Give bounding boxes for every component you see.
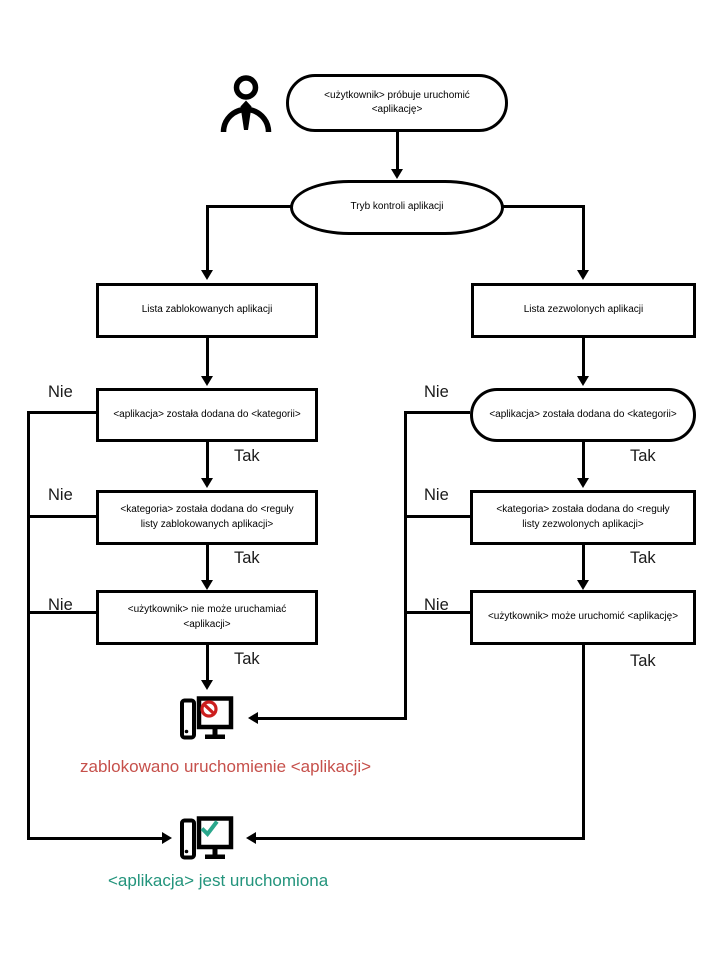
- node-deny-category-in-rule-line1: <kategoria> została dodana do <reguły: [120, 504, 294, 515]
- arrowhead: [200, 376, 213, 386]
- label-no: Nie: [424, 596, 449, 614]
- node-deny-app-in-category-label: <aplikacja> została dodana do <kategorii…: [113, 408, 301, 420]
- node-denylist: Lista zablokowanych aplikacji: [96, 283, 318, 338]
- node-control-mode: Tryb kontroli aplikacji: [290, 180, 504, 235]
- connector: [403, 515, 470, 518]
- node-allow-category-in-rule-line1: <kategoria> została dodana do <reguły: [496, 504, 670, 515]
- node-allow-user-label: <użytkownik> może uruchomić <aplikację>: [487, 611, 679, 623]
- label-no: Nie: [424, 486, 449, 504]
- arrowhead: [390, 169, 403, 179]
- connector: [581, 338, 585, 376]
- connector: [403, 611, 470, 614]
- node-allow-category-in-rule: <kategoria> została dodana do <reguły li…: [470, 490, 696, 545]
- connector: [205, 205, 209, 270]
- connector: [26, 515, 96, 518]
- label-yes: Tak: [234, 650, 260, 668]
- arrowhead: [200, 680, 213, 690]
- connector: [395, 132, 399, 169]
- label-yes: Tak: [630, 549, 656, 567]
- label-no: Nie: [424, 383, 449, 401]
- label-yes: Tak: [234, 549, 260, 567]
- node-start-line1: <użytkownik> próbuje uruchomić: [324, 89, 470, 101]
- connector: [205, 442, 209, 478]
- connector: [26, 837, 162, 840]
- connector: [205, 205, 291, 208]
- connector: [205, 645, 209, 680]
- arrowhead: [576, 580, 589, 590]
- node-allow-user: <użytkownik> może uruchomić <aplikację>: [470, 590, 696, 645]
- node-deny-user-line2: <aplikacji>: [183, 618, 231, 630]
- node-deny-app-in-category: <aplikacja> została dodana do <kategorii…: [96, 388, 318, 442]
- computer-check-icon: [180, 816, 234, 860]
- label-no: Nie: [48, 596, 73, 614]
- node-allowlist: Lista zezwolonych aplikacji: [471, 283, 696, 338]
- label-yes: Tak: [234, 447, 260, 465]
- node-start-line2: <aplikację>: [371, 104, 423, 115]
- computer-blocked-icon: [180, 696, 234, 740]
- connector: [205, 545, 209, 580]
- connector: [205, 338, 209, 376]
- label-no: Nie: [48, 486, 73, 504]
- connector: [581, 645, 585, 840]
- node-allowlist-label: Lista zezwolonych aplikacji: [523, 304, 644, 316]
- arrowhead: [246, 831, 256, 844]
- connector: [581, 205, 585, 270]
- arrowhead: [200, 478, 213, 488]
- node-allow-app-in-category: <aplikacja> została dodana do <kategorii…: [470, 388, 696, 442]
- connector: [581, 545, 585, 580]
- label-yes: Tak: [630, 652, 656, 670]
- arrowhead: [200, 580, 213, 590]
- running-result-text: <aplikacja> jest uruchomiona: [108, 871, 329, 890]
- arrowhead: [576, 270, 589, 280]
- connector: [26, 611, 96, 614]
- user-icon: [220, 75, 272, 132]
- node-allow-category-in-rule-line2: listy zezwolonych aplikacji>: [522, 518, 644, 530]
- connector: [258, 717, 407, 720]
- arrowhead: [162, 831, 172, 844]
- connector: [256, 837, 585, 840]
- connector: [26, 411, 30, 840]
- node-deny-category-in-rule: <kategoria> została dodana do <reguły li…: [96, 490, 318, 545]
- arrowhead: [576, 376, 589, 386]
- arrowhead: [576, 478, 589, 488]
- node-deny-category-in-rule-line2: listy zablokowanych aplikacji>: [140, 518, 274, 530]
- node-deny-user: <użytkownik> nie może uruchamiać <aplika…: [96, 590, 318, 645]
- arrowhead: [200, 270, 213, 280]
- connector: [403, 411, 470, 414]
- node-allow-app-in-category-label: <aplikacja> została dodana do <kategorii…: [489, 408, 677, 420]
- node-deny-user-line1: <użytkownik> nie może uruchamiać: [127, 604, 287, 615]
- label-no: Nie: [48, 383, 73, 401]
- connector: [502, 205, 585, 208]
- node-control-mode-label: Tryb kontroli aplikacji: [350, 201, 444, 213]
- connector: [581, 442, 585, 478]
- connector: [403, 411, 407, 720]
- node-start: <użytkownik> próbuje uruchomić <aplikacj…: [286, 74, 508, 132]
- arrowhead: [248, 711, 258, 724]
- label-yes: Tak: [630, 447, 656, 465]
- blocked-result-text: zablokowano uruchomienie <aplikacji>: [80, 757, 372, 776]
- connector: [26, 411, 96, 414]
- node-denylist-label: Lista zablokowanych aplikacji: [141, 304, 273, 316]
